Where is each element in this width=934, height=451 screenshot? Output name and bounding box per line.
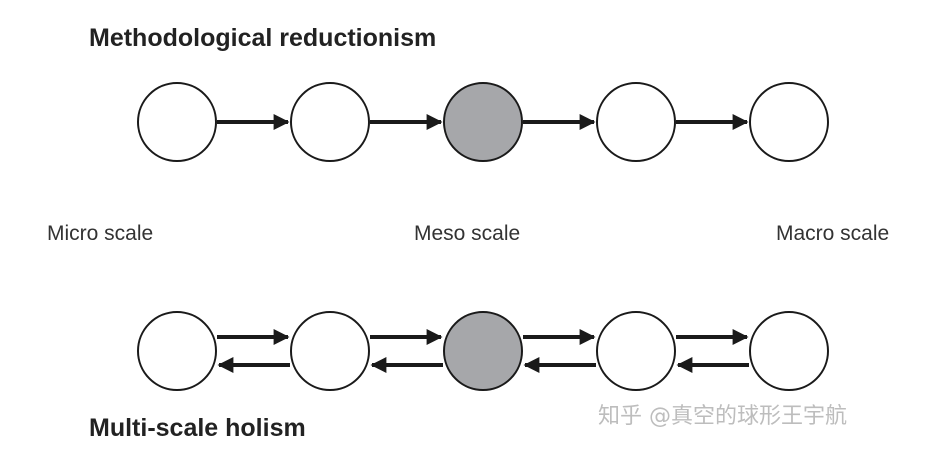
macro-node — [749, 82, 829, 162]
node — [596, 311, 676, 391]
meso-node-highlighted — [443, 311, 523, 391]
holism-title: Multi-scale holism — [89, 414, 306, 442]
macro-scale-label: Macro scale — [776, 222, 890, 245]
micro-scale-label: Micro scale — [47, 222, 154, 245]
meso-scale-label: Meso scale — [414, 222, 521, 245]
micro-node — [137, 311, 217, 391]
node — [596, 82, 676, 162]
node — [290, 82, 370, 162]
micro-node — [137, 82, 217, 162]
node — [290, 311, 370, 391]
holism-row — [137, 311, 829, 391]
macro-node — [749, 311, 829, 391]
watermark: 知乎 @真空的球形王宇航 — [598, 404, 847, 429]
meso-node-highlighted — [443, 82, 523, 162]
reductionism-row — [137, 82, 829, 162]
reductionism-title: Methodological reductionism — [89, 24, 437, 52]
